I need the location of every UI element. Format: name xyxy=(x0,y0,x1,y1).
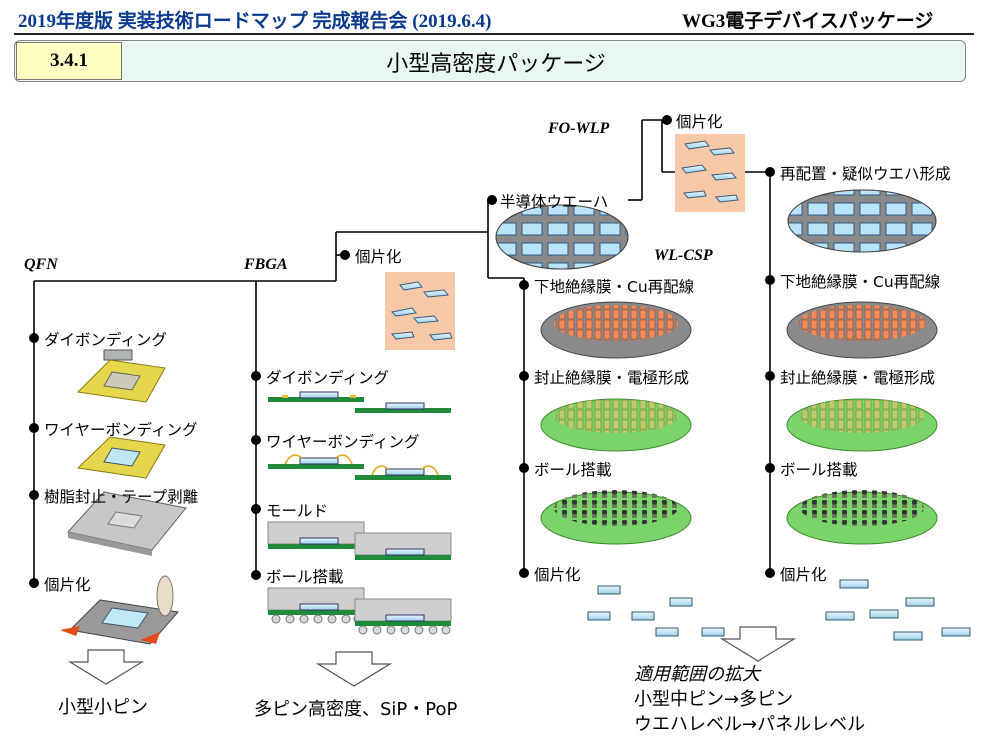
qfn-step-1: ダイボンディング xyxy=(44,331,167,349)
fbga-step-2: ワイヤーボンディング xyxy=(266,433,420,451)
wlcsp-step-3: ボール搭載 xyxy=(534,461,612,479)
wlcsp-encapsulation-wafer xyxy=(540,398,692,452)
fbga-step-1: ダイボンディング xyxy=(266,369,389,387)
qfn-singulation-illustration xyxy=(60,575,179,645)
fbga-mold-illustration xyxy=(267,521,452,560)
wlcsp-ball-wafer xyxy=(540,490,692,545)
qfn-die-bond-illustration xyxy=(76,349,166,403)
fbga-outcome: 多ピン高密度、SiP・PoP xyxy=(254,699,458,720)
fowlp-encapsulation-wafer xyxy=(786,398,938,452)
semiconductor-wafer-illustration xyxy=(495,204,629,270)
fowlp-step-4: 個片化 xyxy=(780,566,827,584)
qfn-step-2: ワイヤーボンディング xyxy=(44,421,198,439)
fowlp-reconstitution-label: 再配置・疑似ウエハ形成 xyxy=(780,165,951,183)
fbga-step-3: モールド xyxy=(266,502,329,520)
section-banner xyxy=(14,40,966,82)
wlcsp-singulated-packages xyxy=(587,585,725,637)
fowlp-dicing-label: 個片化 xyxy=(676,113,723,131)
fowlp-dicing-tile xyxy=(675,134,745,212)
wlp-outcome-title: 適用範囲の拡大 xyxy=(634,664,760,685)
fowlp-singulated-packages xyxy=(825,579,971,641)
qfn-outcome: 小型小ピン xyxy=(58,697,148,718)
fbga-step-4: ボール搭載 xyxy=(266,568,344,586)
fowlp-title: FO-WLP xyxy=(548,120,610,137)
fowlp-step-3: ボール搭載 xyxy=(780,461,858,479)
qfn-wire-bond-illustration xyxy=(76,436,166,479)
wlcsp-title: WL-CSP xyxy=(654,247,713,264)
fowlp-step-2: 封止絶縁膜・電極形成 xyxy=(780,369,936,387)
fbga-dicing-tile xyxy=(385,272,455,350)
fbga-dicing-label: 個片化 xyxy=(355,248,402,266)
fbga-title: FBGA xyxy=(244,256,288,273)
fowlp-ball-wafer xyxy=(786,490,938,545)
report-header: 2019年度版 実装技術ロードマップ 完成報告会 (2019.6.4) xyxy=(18,11,492,32)
wlp-outcome-line-1: 小型中ピン→多ピン xyxy=(634,689,794,710)
wlcsp-step-4: 個片化 xyxy=(534,566,581,584)
section-number: 3.4.1 xyxy=(16,42,122,80)
fbga-ball-attach-illustration xyxy=(267,587,452,635)
fbga-wire-bond-illustration xyxy=(268,454,451,480)
header-divider xyxy=(14,33,974,35)
qfn-step-3: 樹脂封止・テープ剥離 xyxy=(44,488,199,506)
section-title: 小型高密度パッケージ xyxy=(386,52,606,77)
wlcsp-step-2: 封止絶縁膜・電極形成 xyxy=(534,369,690,387)
wlcsp-step-1: 下地絶縁膜・Cu再配線 xyxy=(534,278,695,296)
qfn-mold-illustration xyxy=(67,491,187,556)
qfn-title: QFN xyxy=(24,256,58,273)
wafer-label: 半導体ウエーハ xyxy=(500,193,609,211)
fbga-die-bond-illustration xyxy=(268,391,451,413)
fowlp-rdl-wafer xyxy=(786,301,938,359)
working-group-label: WG3電子デバイスパッケージ xyxy=(682,11,934,32)
wlcsp-rdl-wafer xyxy=(540,301,692,359)
wlp-outcome-line-2: ウエハレベル→パネルレベル xyxy=(634,714,866,735)
pseudo-wafer-illustration xyxy=(787,189,937,253)
qfn-step-4: 個片化 xyxy=(44,576,91,594)
fowlp-step-1: 下地絶縁膜・Cu再配線 xyxy=(780,273,941,291)
